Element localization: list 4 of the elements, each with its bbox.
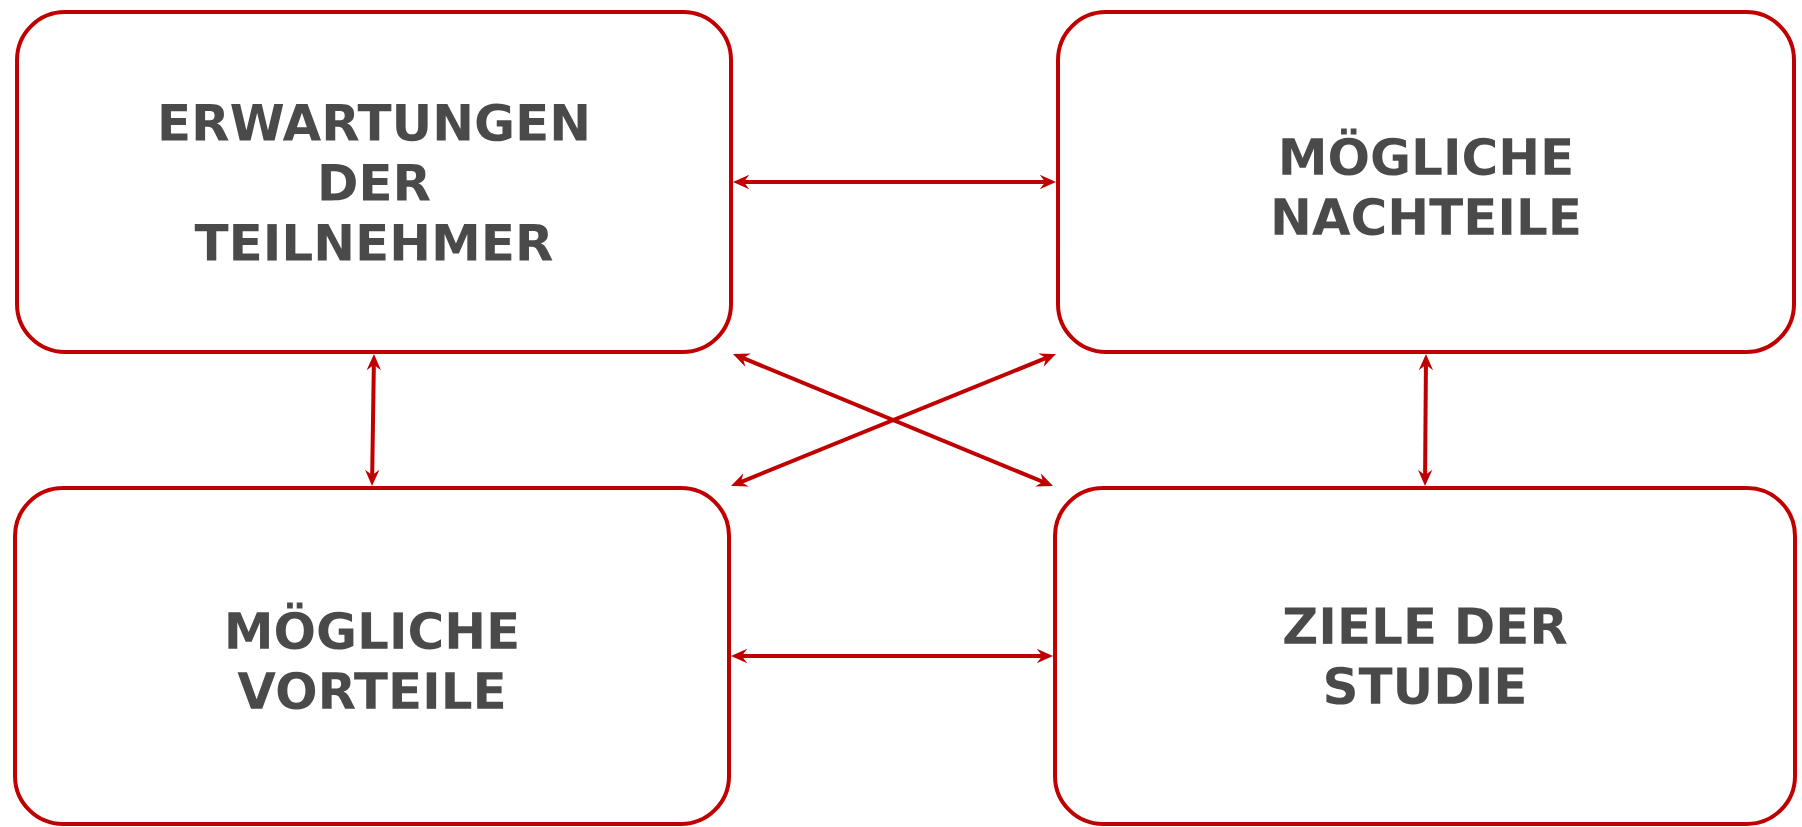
text-box: ZIELE DER STUDIE: [1053, 486, 1797, 826]
text-box: MÖGLICHE NACHTEILE: [1056, 10, 1796, 354]
text-box: MÖGLICHE VORTEILE: [13, 486, 731, 826]
text-box: ERWARTUNGEN DER TEILNEHMER: [15, 10, 733, 354]
